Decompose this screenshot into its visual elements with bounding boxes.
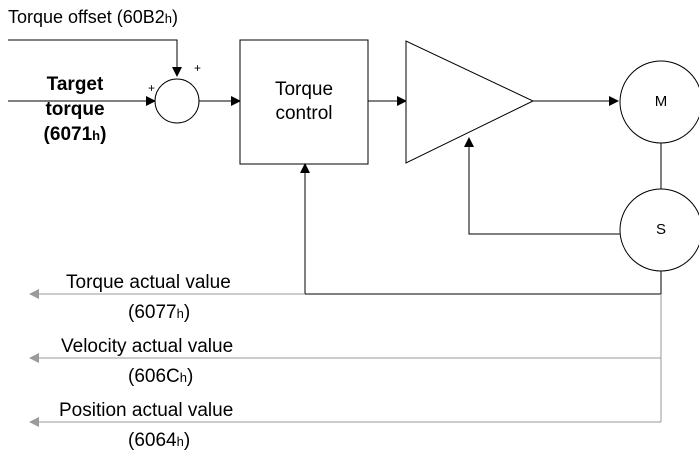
amplifier-triangle: [405, 40, 535, 164]
motor-label: M: [654, 93, 668, 110]
velocity-actual-index: (606Ch): [128, 366, 194, 387]
torque-feedback-line: [300, 163, 662, 295]
target-torque-label: Target torque (6071h): [43, 74, 107, 145]
plus-sign-top: +: [194, 61, 202, 75]
torque-control-block: [239, 39, 369, 165]
velocity-actual-label: Velocity actual value: [61, 336, 234, 357]
torque-actual-label: Torque actual value: [66, 272, 231, 293]
position-actual-index: (6064h): [128, 430, 191, 451]
torque-actual-index: (6077h): [128, 302, 191, 323]
summing-junction: [154, 78, 200, 124]
torque-offset-line: [8, 39, 182, 77]
position-actual-label: Position actual value: [59, 400, 234, 421]
plus-sign-left: +: [148, 81, 156, 95]
torque-offset-label: Torque offset (60B2h): [8, 7, 179, 27]
amplifier-feedback-line: [464, 137, 620, 235]
sensor-label: S: [655, 221, 666, 238]
torque-control-label: Torque control: [274, 79, 334, 124]
